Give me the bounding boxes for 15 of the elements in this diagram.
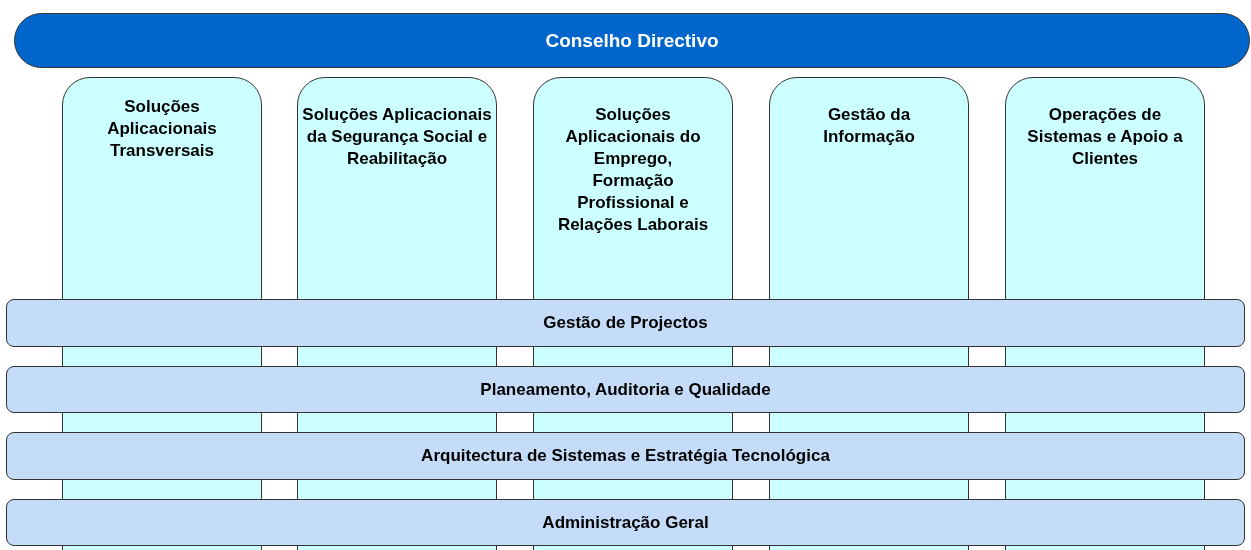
band-title: Arquitectura de Sistemas e Estratégia Tecnológica [421,445,830,467]
column-title: Soluções Aplicacionais Transversais [106,96,218,162]
column-title: Operações de Sistemas e Apoio a Clientes [1026,104,1184,170]
band-title: Administração Geral [542,511,709,534]
board-title: Conselho Directivo [545,29,719,52]
cross-function-band [6,499,1245,546]
column-title: Soluções Aplicacionais do Emprego, Formação Profissional e Relações Laborais [556,104,710,236]
cross-function-band [6,299,1245,347]
cross-function-band [6,432,1245,480]
band-title: Gestão de Projectos [543,312,708,334]
cross-function-band [6,366,1245,413]
board-banner [14,13,1250,68]
column-title: Soluções Aplicacionais da Segurança Social e Reabilitação [301,104,493,170]
band-title: Planeamento, Auditoria e Qualidade [480,378,771,401]
column-title: Gestão da Informação [822,104,916,148]
